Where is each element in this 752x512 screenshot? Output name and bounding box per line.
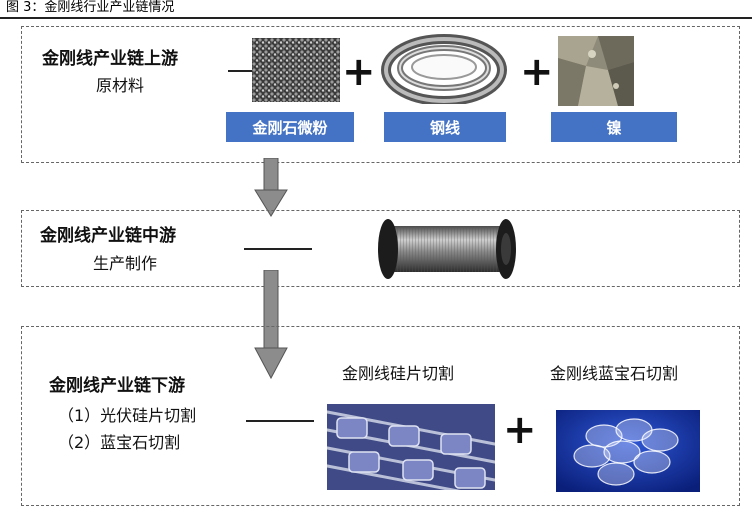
silicon-wafer-cutting-image	[316, 404, 506, 502]
steel-wire-coil-image	[380, 32, 508, 106]
sapphire-wafers-image	[556, 410, 700, 492]
downstream-item-1: （1）光伏硅片切割	[58, 406, 197, 425]
upstream-subtitle: 原材料	[96, 76, 145, 95]
midstream-connector	[244, 248, 312, 250]
downstream-stage	[21, 326, 740, 506]
material-label-steel-wire: 钢线	[384, 112, 506, 142]
plus-sign-2: +	[520, 49, 554, 95]
caption-silicon-cutting: 金刚线硅片切割	[342, 364, 455, 383]
midstream-subtitle: 生产制作	[93, 254, 158, 273]
upstream-connector	[228, 70, 252, 72]
upstream-title: 金刚线产业链上游	[42, 49, 178, 69]
figure-title: 图 3：金刚线行业产业链情况	[6, 0, 175, 15]
downstream-item-2: （2）蓝宝石切割	[58, 433, 181, 452]
downstream-connector	[246, 420, 314, 422]
wire-spool-image	[372, 216, 522, 282]
title-rule	[0, 17, 752, 19]
upstream-stage	[21, 26, 740, 163]
plus-sign-3: +	[503, 407, 537, 453]
midstream-stage	[21, 210, 740, 287]
flow-arrow-1	[254, 158, 288, 218]
caption-sapphire-cutting: 金刚线蓝宝石切割	[550, 364, 679, 383]
diamond-powder-image	[252, 38, 340, 102]
material-label-nickel: 镍	[551, 112, 677, 142]
flow-arrow-2	[254, 270, 288, 382]
downstream-title: 金刚线产业链下游	[49, 376, 185, 396]
midstream-title: 金刚线产业链中游	[40, 226, 176, 246]
plus-sign-1: +	[342, 49, 376, 95]
material-label-diamond-powder: 金刚石微粉	[226, 112, 354, 142]
nickel-ore-image	[558, 36, 634, 106]
